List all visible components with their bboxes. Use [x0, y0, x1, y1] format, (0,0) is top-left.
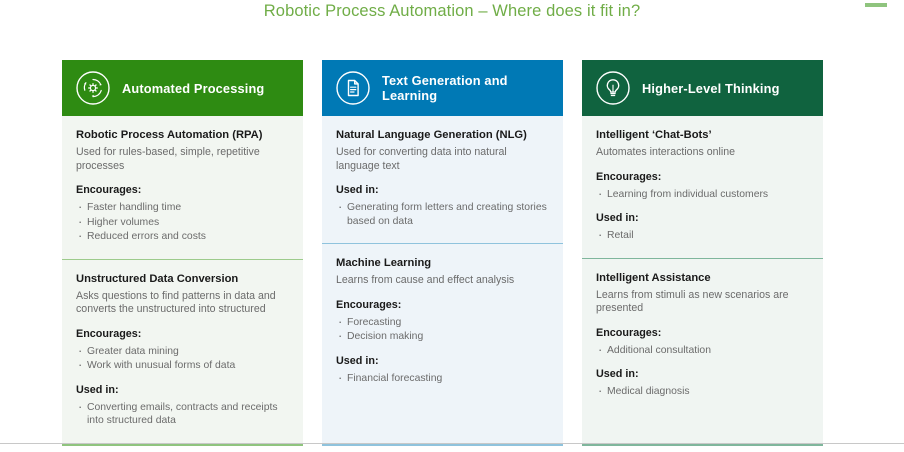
- list-item: Generating form letters and creating sto…: [336, 200, 549, 228]
- group-heading: Encourages:: [596, 326, 662, 339]
- column-header-text-generation-and-learning[interactable]: Text Generation and Learning: [322, 60, 563, 116]
- section-rpa: Robotic Process Automation (RPA) Used fo…: [62, 116, 303, 259]
- list-item: Learning from individual customers: [596, 187, 809, 202]
- group-heading: Used in:: [336, 184, 379, 196]
- bottom-divider: [0, 443, 904, 444]
- column-header-label: Automated Processing: [122, 80, 265, 96]
- column-header-label: Higher-Level Thinking: [642, 80, 780, 96]
- group-heading: Used in:: [596, 368, 639, 380]
- bullet-list: Medical diagnosis: [596, 384, 809, 399]
- column-header-automated-processing[interactable]: Automated Processing: [62, 60, 303, 116]
- group-heading: Encourages:: [596, 170, 662, 183]
- bullet-list: Faster handling time Higher volumes Redu…: [76, 200, 289, 244]
- group-heading: Encourages:: [76, 184, 142, 196]
- bullet-list: Forecasting Decision making: [336, 315, 549, 344]
- column-automated-processing: Automated Processing Robotic Process Aut…: [62, 60, 303, 446]
- bullet-list: Converting emails, contracts and receipt…: [76, 400, 289, 428]
- column-body-automated-processing: Robotic Process Automation (RPA) Used fo…: [62, 116, 303, 446]
- list-item: Forecasting: [336, 315, 549, 330]
- section-machine-learning: Machine Learning Learns from cause and e…: [322, 243, 563, 400]
- list-item: Higher volumes: [76, 215, 289, 230]
- document-icon: [334, 69, 372, 107]
- group-heading: Used in:: [336, 354, 379, 367]
- section-title: Intelligent Assistance: [596, 271, 711, 284]
- section-title: Natural Language Generation (NLG): [336, 129, 527, 141]
- list-item: Medical diagnosis: [596, 384, 809, 399]
- list-item: Converting emails, contracts and receipt…: [76, 400, 289, 428]
- bullet-list: Generating form letters and creating sto…: [336, 200, 549, 228]
- bullet-list: Financial forecasting: [336, 371, 549, 386]
- group-heading: Encourages:: [76, 327, 142, 340]
- list-item: Greater data mining: [76, 344, 289, 359]
- section-unstructured-data-conversion: Unstructured Data Conversion Asks questi…: [62, 258, 303, 443]
- section-title: Machine Learning: [336, 257, 432, 269]
- column-header-label: Text Generation and Learning: [382, 73, 508, 103]
- section-title: Intelligent ‘Chat-Bots’: [596, 129, 712, 141]
- page-title: Robotic Process Automation – Where does …: [263, 2, 641, 20]
- list-item: Work with unusual forms of data: [76, 358, 289, 373]
- section-nlg: Natural Language Generation (NLG) Used f…: [322, 116, 563, 243]
- group-heading: Encourages:: [336, 298, 402, 311]
- column-body-higher-level-thinking: Intelligent ‘Chat-Bots’ Automates intera…: [582, 116, 823, 446]
- section-description: Learns from cause and effect analysis: [336, 274, 515, 286]
- bullet-list: Retail: [596, 228, 809, 243]
- corner-accent-bar: [865, 3, 887, 7]
- section-intelligent-chat-bots: Intelligent ‘Chat-Bots’ Automates intera…: [582, 116, 823, 258]
- section-description: Learns from stimuli as new scenarios are…: [596, 288, 789, 315]
- column-header-higher-level-thinking[interactable]: Higher-Level Thinking: [582, 60, 823, 116]
- list-item: Reduced errors and costs: [76, 229, 289, 244]
- section-intelligent-assistance: Intelligent Assistance Learns from stimu…: [582, 257, 823, 414]
- list-item: Faster handling time: [76, 200, 289, 215]
- bullet-list: Additional consultation: [596, 343, 809, 358]
- list-item: Additional consultation: [596, 343, 809, 358]
- section-title: Robotic Process Automation (RPA): [76, 129, 263, 141]
- columns-container: Automated Processing Robotic Process Aut…: [62, 60, 842, 446]
- gear-refresh-icon: [74, 69, 112, 107]
- list-item: Retail: [596, 228, 809, 243]
- list-item: Decision making: [336, 329, 549, 344]
- section-description: Automates interactions online: [596, 146, 735, 158]
- lightbulb-icon: [594, 69, 632, 107]
- section-description: Asks questions to find patterns in data …: [76, 289, 276, 316]
- bullet-list: Learning from individual customers: [596, 187, 809, 202]
- group-heading: Used in:: [596, 212, 639, 224]
- bullet-list: Greater data mining Work with unusual fo…: [76, 344, 289, 373]
- column-text-generation-and-learning: Text Generation and Learning Natural Lan…: [322, 60, 563, 446]
- section-description: Used for converting data into natural la…: [336, 146, 507, 172]
- section-description: Used for rules-based, simple, repetitive…: [76, 146, 260, 172]
- column-body-text-generation-and-learning: Natural Language Generation (NLG) Used f…: [322, 116, 563, 446]
- column-higher-level-thinking: Higher-Level Thinking Intelligent ‘Chat-…: [582, 60, 823, 446]
- section-title: Unstructured Data Conversion: [76, 272, 239, 285]
- list-item: Financial forecasting: [336, 371, 549, 386]
- group-heading: Used in:: [76, 383, 119, 396]
